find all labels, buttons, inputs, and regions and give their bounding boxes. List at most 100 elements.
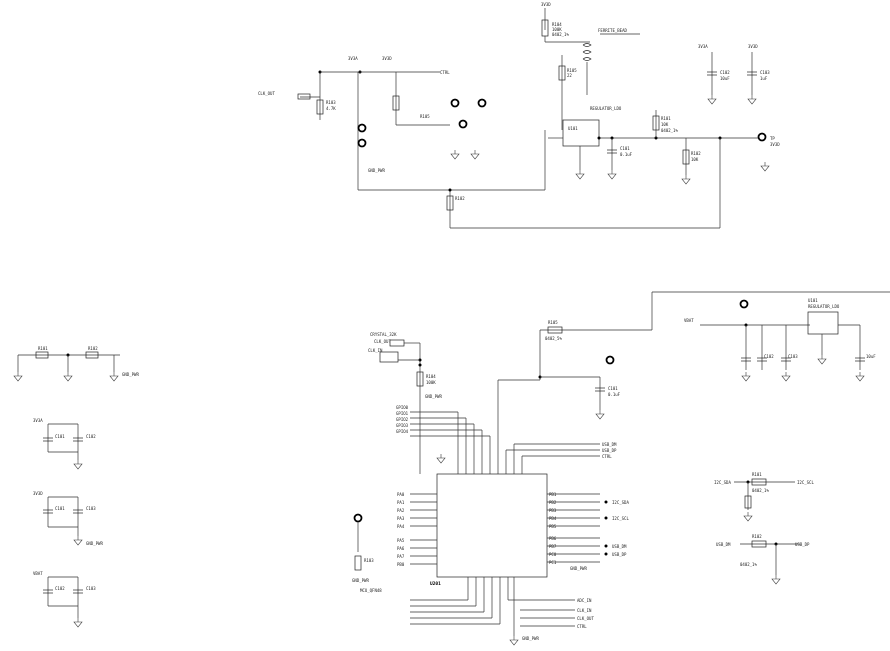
c2-val: 10uF <box>720 76 730 81</box>
gnd-symbol <box>747 94 757 105</box>
series1-in: I2C_SDA <box>714 480 731 485</box>
gnd-symbol <box>817 354 827 365</box>
net-ctrl: CTRL <box>440 70 450 75</box>
c2-ref: C102 <box>720 70 730 75</box>
c3-ref: C103 <box>760 70 770 75</box>
gnd-symbol <box>855 371 865 382</box>
regulator-ic <box>562 119 600 147</box>
resistor-h2 <box>85 351 99 359</box>
left-pin-5: PA5 <box>397 538 405 543</box>
right-pin-4: PB5 <box>549 524 557 529</box>
blk2-net: 3V3D <box>33 491 43 496</box>
blk3-net: VBAT <box>33 571 43 576</box>
gnd-symbol <box>781 371 791 382</box>
test-point-mcu[interactable] <box>353 513 363 523</box>
resistor-bottom <box>446 195 454 211</box>
resistor-fb <box>652 115 660 131</box>
mcu-ic[interactable] <box>436 473 548 578</box>
regulator-ref: U101 <box>568 126 578 131</box>
bottom-net-clkin: CLK_IN <box>577 608 592 613</box>
mcu-ref: U201 <box>430 581 441 587</box>
net-scl: I2C_SCL <box>612 516 629 521</box>
r-top-ref: R104 <box>552 22 562 27</box>
c1-ref: C101 <box>620 146 630 151</box>
inductor-coil <box>582 43 592 61</box>
resistor-mcu <box>354 555 362 571</box>
net-vdd-left: 3V3A <box>348 56 358 61</box>
blk2-c1: C101 <box>55 506 65 511</box>
test-point-supply[interactable] <box>605 355 615 365</box>
ldo-ic <box>807 311 839 335</box>
left-pin-3: PA3 <box>397 516 405 521</box>
bottom-net-ctrl: CTRL <box>577 624 587 629</box>
mcu-section: U201 MCU_QFN48 GPIO0 GPIO1 GPIO2 GPIO3 <box>352 380 629 646</box>
c3-val: 1uF <box>760 76 768 81</box>
r3-val: 4.7K <box>326 106 336 111</box>
test-point-b[interactable] <box>357 138 367 148</box>
rs1-tol: 0402_1% <box>752 488 769 493</box>
r-top-tol: 0402_1% <box>552 32 569 37</box>
blk1-net: 3V3A <box>33 418 43 423</box>
right-pin-1: PB2 <box>549 500 557 505</box>
gnd-symbol <box>509 635 519 646</box>
rfb-tol: 0402_1% <box>661 128 678 133</box>
rmcu-gnd: GND_PWR <box>352 578 369 583</box>
test-point-a[interactable] <box>357 123 367 133</box>
top-net-usbdp: USB_DP <box>602 448 617 453</box>
top-net-ctrl: CTRL <box>602 454 612 459</box>
bottom-net-clkout: CLK_OUT <box>577 616 594 621</box>
resistor-pulldown-1 <box>744 495 752 509</box>
rxtal-val: 100K <box>426 380 436 385</box>
top-net-1: GPIO1 <box>396 411 409 416</box>
gnd-symbol <box>109 371 119 382</box>
mcu-left-pins: PA0 PA1 PA2 PA3 PA4 PA5 PA6 PA7 PB0 <box>397 492 437 567</box>
r5-val: 22 <box>567 73 572 78</box>
left-pin-1: PA1 <box>397 500 405 505</box>
lower-left-decoupling: R101 R102 GND_PWR 3V3A C101 C102 3V3D C1… <box>13 346 139 628</box>
r-top-val: 100K <box>552 27 562 32</box>
left-pin-4: PA4 <box>397 524 405 529</box>
ldo-c3: 10uF <box>866 354 876 359</box>
rh1-ref: R101 <box>38 346 48 351</box>
rs2-tol: 0402_1% <box>740 562 757 567</box>
left-pin-8: PB0 <box>397 562 405 567</box>
resistor-series-2 <box>751 540 767 548</box>
blk2-gnd: GND_PWR <box>86 541 103 546</box>
resistor-mid <box>392 95 400 111</box>
right-pin-0: PB1 <box>549 492 557 497</box>
gnd-symbol <box>743 511 753 522</box>
crystal-section: CRYSTAL_32K CLK_OUT CLK_IN R104 100K GND… <box>368 332 442 474</box>
test-point-ldo[interactable] <box>739 299 749 309</box>
gnd-symbol <box>13 371 23 382</box>
mcu-bottom-pins: ADC_IN CLK_IN CLK_OUT CTRL GND_PWR <box>410 577 594 646</box>
rfb-ref: R101 <box>661 116 671 121</box>
bottom-net-adc: ADC_IN <box>577 598 592 603</box>
top-net-2: GPIO2 <box>396 417 409 422</box>
rh2-ref: R102 <box>88 346 98 351</box>
net-label-top: 3V3D <box>541 2 551 7</box>
net-3v3a: 3V3A <box>698 44 708 49</box>
right-pin-8: PC1 <box>549 560 557 565</box>
net-gnd-h: GND_PWR <box>122 372 139 377</box>
test-point-out[interactable] <box>757 132 767 142</box>
blk1-c2: C102 <box>86 434 96 439</box>
series2-in: USB_DM <box>716 542 731 547</box>
rmcu-ref: R103 <box>364 558 374 563</box>
rxtal-ref: R104 <box>426 374 436 379</box>
gnd-symbol <box>707 94 717 105</box>
right-series-resistors: I2C_SDA R101 0402_1% I2C_SCL USB_DM R102… <box>714 472 814 585</box>
test-point-d[interactable] <box>477 98 487 108</box>
net-3v3d: 3V3D <box>748 44 758 49</box>
rload-val: 10K <box>691 157 699 162</box>
tp-out-net: 3V3D <box>770 142 780 147</box>
gnd-symbol <box>771 574 781 585</box>
gnd-symbol <box>681 174 691 185</box>
rs2-ref: R102 <box>752 534 762 539</box>
test-point-e[interactable] <box>458 119 468 129</box>
blk1-c1: C101 <box>55 434 65 439</box>
blk3-c1: C102 <box>55 586 65 591</box>
blk2-c2: C103 <box>86 506 96 511</box>
test-point-c[interactable] <box>450 98 460 108</box>
gnd-symbol <box>741 371 751 382</box>
